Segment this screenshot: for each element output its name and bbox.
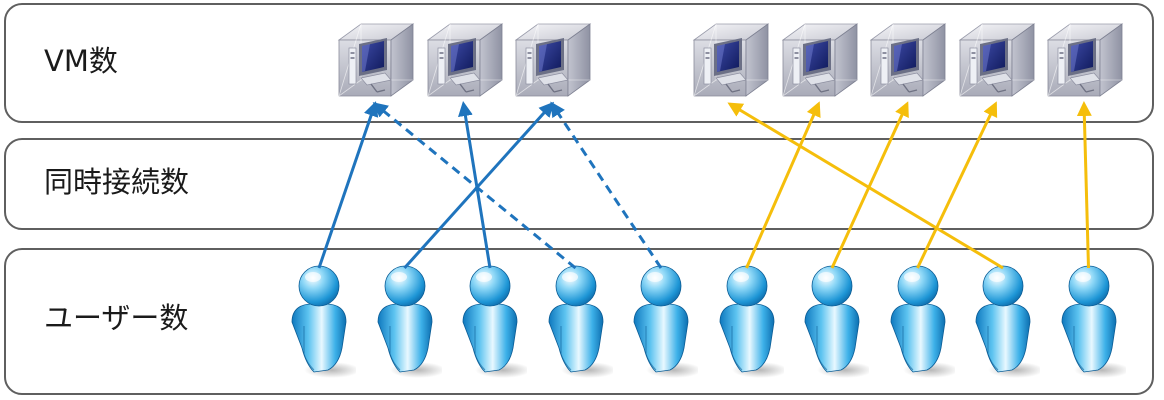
user-icon-9	[966, 262, 1044, 380]
vm-icon-6	[867, 18, 949, 100]
concurrent-connections-band: 同時接続数	[4, 138, 1154, 230]
vm-icon-3	[512, 18, 594, 100]
vm-icon-1	[335, 18, 417, 100]
concurrent-connections-label: 同時接続数	[44, 165, 190, 199]
user-icon-1	[282, 262, 360, 380]
vm-icon-7	[956, 18, 1038, 100]
user-icon-7	[795, 262, 873, 380]
user-icon-2	[368, 262, 446, 380]
user-count-label: ユーザー数	[44, 301, 189, 335]
vm-count-label: VM数	[44, 44, 118, 78]
vm-icon-8	[1044, 18, 1126, 100]
vm-icon-2	[424, 18, 506, 100]
vm-icon-5	[779, 18, 861, 100]
user-icon-5	[624, 262, 702, 380]
user-icon-6	[710, 262, 788, 380]
user-icon-8	[881, 262, 959, 380]
user-icon-3	[453, 262, 531, 380]
user-icon-4	[539, 262, 617, 380]
user-icon-10	[1052, 262, 1130, 380]
vm-icon-4	[690, 18, 772, 100]
